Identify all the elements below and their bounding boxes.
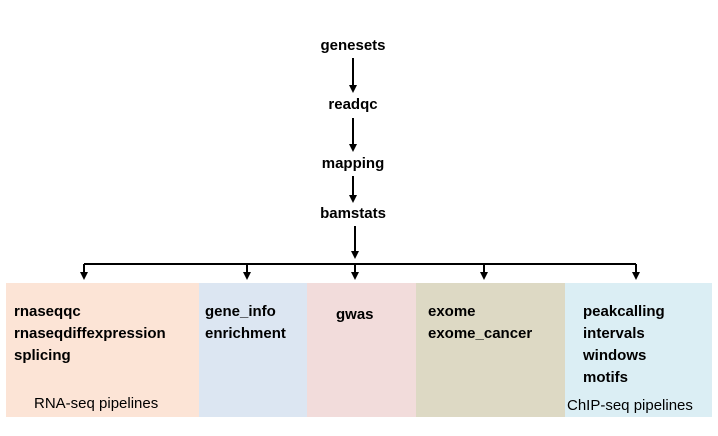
pipeline-rnaseqdiffexpression: rnaseqdiffexpression xyxy=(14,325,166,342)
pipeline-gwas: gwas xyxy=(336,306,374,323)
pipeline-exome-cancer: exome_cancer xyxy=(428,325,533,342)
node-mapping: mapping xyxy=(321,155,385,172)
pipeline-peakcalling: peakcalling xyxy=(583,303,665,320)
pipeline-windows: windows xyxy=(583,347,647,364)
panel-gene-info: gene_info enrichment xyxy=(199,283,307,417)
panel-rna-seq: rnaseqqc rnaseqdiffexpression splicing R… xyxy=(6,283,199,417)
node-readqc: readqc xyxy=(328,96,378,113)
panel-chip-seq: peakcalling intervals windows motifs ChI… xyxy=(565,283,712,417)
pipeline-motifs: motifs xyxy=(583,369,628,386)
pipeline-rnaseqqc: rnaseqqc xyxy=(14,303,81,320)
node-bamstats: bamstats xyxy=(320,205,386,222)
panel-label-chip-seq: ChIP-seq pipelines xyxy=(567,397,693,414)
panel-exome: exome exome_cancer xyxy=(416,283,565,417)
pipeline-enrichment: enrichment xyxy=(205,325,286,342)
pipeline-splicing: splicing xyxy=(14,347,71,364)
node-genesets: genesets xyxy=(320,37,386,54)
pipeline-intervals: intervals xyxy=(583,325,645,342)
panel-label-rna-seq: RNA-seq pipelines xyxy=(34,395,159,412)
panel-gwas: gwas xyxy=(307,283,416,417)
pipeline-exome: exome xyxy=(428,303,476,320)
pipeline-gene-info: gene_info xyxy=(205,303,276,320)
